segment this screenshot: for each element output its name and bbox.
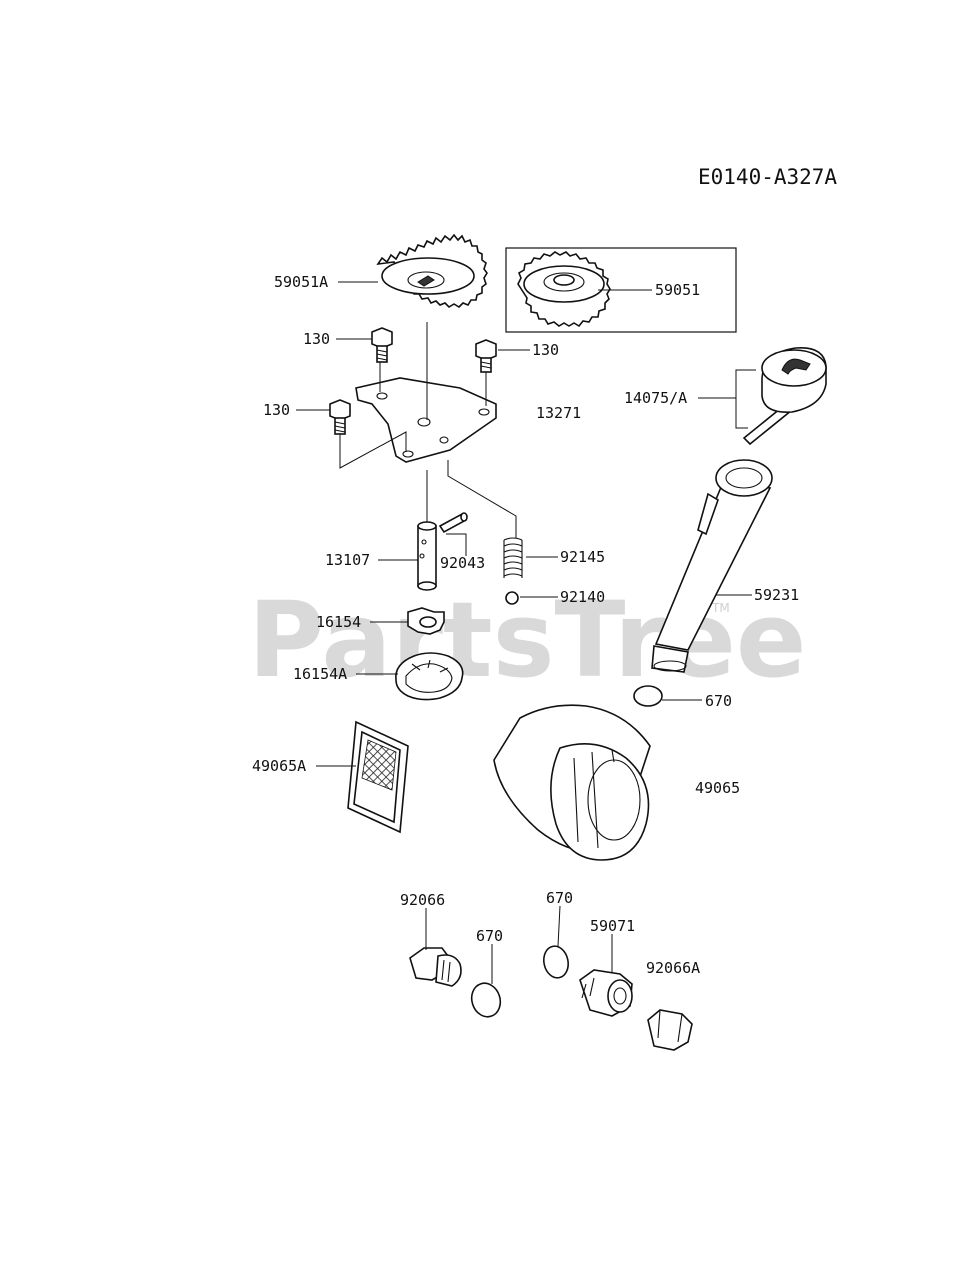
shaft-13107[interactable]	[417, 521, 437, 591]
label-59051: 59051	[655, 281, 700, 299]
fitting-59071[interactable]	[579, 969, 633, 1017]
label-13107: 13107	[325, 551, 370, 569]
gear-59051[interactable]	[517, 251, 611, 328]
label-13271: 13271	[536, 404, 581, 422]
plug-92066A[interactable]	[647, 1009, 693, 1051]
label-670-b: 670	[476, 927, 503, 945]
spring-92145[interactable]	[503, 537, 523, 578]
label-14075A: 14075/A	[624, 389, 687, 407]
watermark-tm: TM	[711, 601, 730, 615]
o-ring-670-c[interactable]	[541, 944, 571, 980]
bolt-130-b[interactable]	[475, 339, 497, 373]
bolt-130-a[interactable]	[371, 327, 393, 363]
inner-rotor-16154[interactable]	[407, 607, 445, 635]
label-92066: 92066	[400, 891, 445, 909]
label-92066A: 92066A	[646, 959, 700, 977]
gear-59051A[interactable]	[376, 233, 488, 309]
label-92043: 92043	[440, 554, 485, 572]
filler-tube-59231[interactable]	[651, 459, 773, 673]
label-16154: 16154	[316, 613, 361, 631]
label-92140: 92140	[560, 588, 605, 606]
o-ring-670-a[interactable]	[633, 685, 663, 707]
label-49065A: 49065A	[252, 757, 306, 775]
leader-lines	[296, 281, 756, 984]
strainer-49065A[interactable]	[347, 720, 409, 834]
label-59231: 59231	[754, 586, 799, 604]
label-130-c: 130	[263, 401, 290, 419]
bolt-130-c[interactable]	[329, 399, 351, 435]
label-92145: 92145	[560, 548, 605, 566]
label-59051A: 59051A	[274, 273, 328, 291]
label-670-c: 670	[546, 889, 573, 907]
label-16154A: 16154A	[293, 665, 347, 683]
drain-plug-92066[interactable]	[409, 947, 462, 987]
label-670-a: 670	[705, 692, 732, 710]
outer-rotor-16154A[interactable]	[395, 652, 464, 701]
o-ring-670-b[interactable]	[467, 980, 504, 1021]
diagram-code: E0140-A327A	[698, 165, 837, 189]
label-49065: 49065	[695, 779, 740, 797]
label-130-b: 130	[532, 341, 559, 359]
ball-92140[interactable]	[505, 591, 519, 605]
pin-92043[interactable]	[438, 512, 468, 534]
label-59071: 59071	[590, 917, 635, 935]
cover-plate-13271[interactable]	[355, 377, 497, 463]
alt-gear-frame	[505, 247, 737, 333]
label-130-a: 130	[303, 330, 330, 348]
dipstick-14075A[interactable]	[742, 347, 827, 446]
oil-filter-49065[interactable]	[493, 704, 651, 861]
